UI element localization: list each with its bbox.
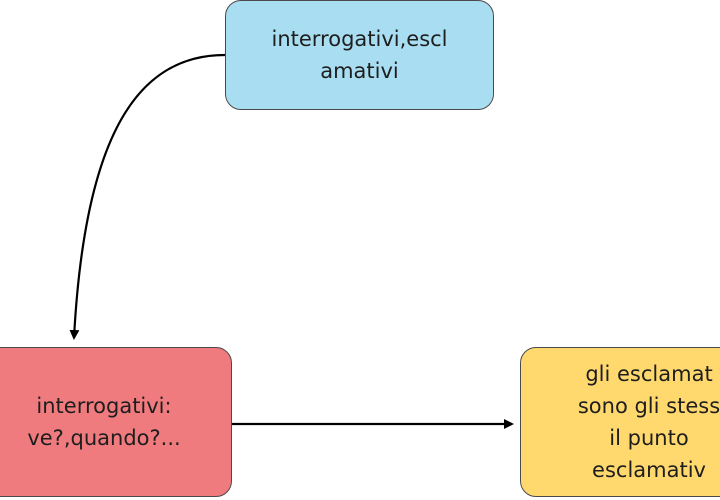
node-interrogativi-esclamativi[interactable]: interrogativi,escl amativi <box>225 0 494 110</box>
node-right-label: gli esclamat sono gli stess il punto esc… <box>577 362 720 482</box>
node-top-label: interrogativi,escl amativi <box>271 27 448 83</box>
node-interrogativi[interactable]: interrogativi: ve?,quando?... <box>0 347 232 497</box>
node-left-label: interrogativi: ve?,quando?... <box>27 394 181 450</box>
node-esclamativi[interactable]: gli esclamat sono gli stess il punto esc… <box>520 347 720 497</box>
edge-top-to-left <box>69 53 226 340</box>
